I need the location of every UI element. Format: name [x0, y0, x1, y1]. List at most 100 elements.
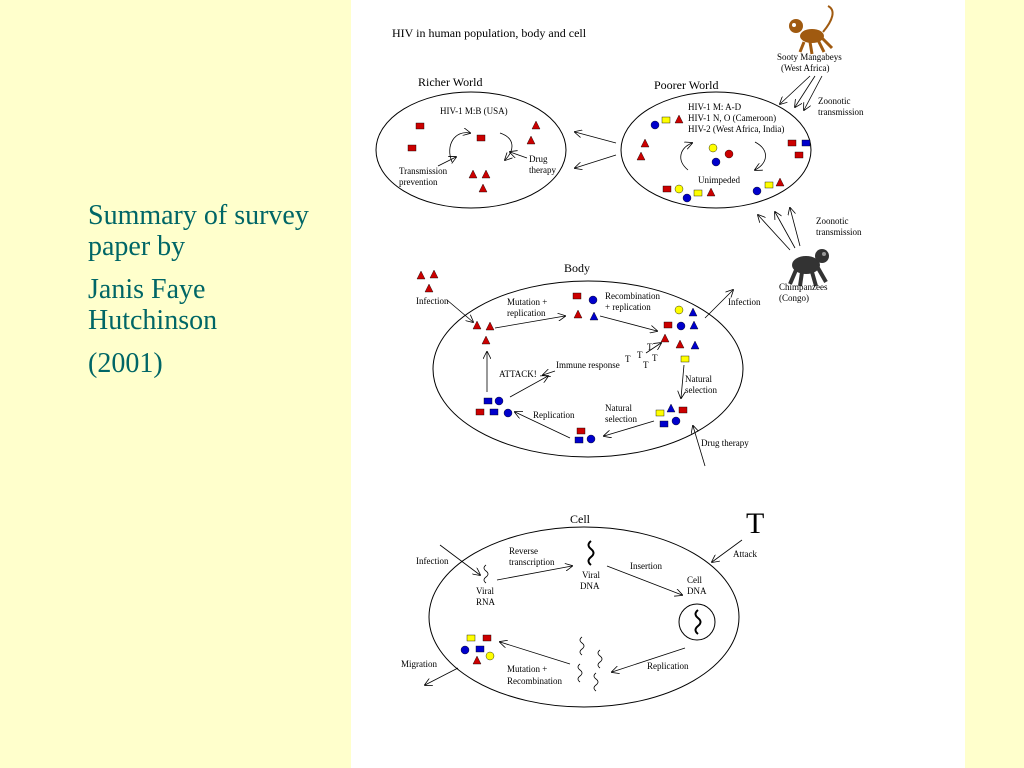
- zoonotic-bottom-2: transmission: [816, 227, 862, 237]
- natural-selection-bottom-1: Natural: [605, 403, 632, 413]
- cell-dna-label-2: DNA: [687, 586, 707, 596]
- poorer-world-ellipse: [620, 91, 812, 209]
- natural-selection-right-arrow: [681, 364, 684, 398]
- poorer-to-richer-arrow-2: [575, 154, 617, 168]
- richer-world-ellipse: [375, 91, 567, 209]
- body-attack-arrow: [509, 376, 548, 398]
- viral-rna-squiggle: [483, 564, 489, 584]
- cell-mutation-2: Recombination: [507, 676, 562, 686]
- migration-arrow: [425, 667, 459, 685]
- svg-text:T: T: [625, 354, 631, 364]
- poorer-strain-3: HIV-2 (West Africa, India): [688, 124, 784, 134]
- svg-text:T: T: [637, 350, 643, 360]
- migration-label: Migration: [401, 659, 437, 669]
- richer-drug-arrow: [510, 152, 528, 159]
- viral-dna-label-2: DNA: [580, 581, 600, 591]
- body-recombination-1: Recombination: [605, 291, 660, 301]
- sooty-label-1: Sooty Mangabeys: [777, 52, 842, 62]
- sooty-arrow-1: [780, 75, 811, 104]
- sooty-label-2: (West Africa): [781, 63, 830, 73]
- cell-infection-arrow: [439, 544, 480, 575]
- svg-text:T: T: [647, 342, 653, 352]
- svg-text:T: T: [643, 360, 649, 370]
- body-infection-right: Infection: [728, 297, 761, 307]
- viral-rna-label-2: RNA: [476, 597, 496, 607]
- slide-line-summary: Summary of survey paper by: [88, 200, 309, 262]
- poorer-virions: [636, 114, 811, 203]
- slide-line-author: Janis Faye Hutchinson: [88, 274, 218, 336]
- t-cells: T T T T T: [625, 342, 658, 370]
- transmission-prevention-arrow: [437, 157, 456, 167]
- replicated-rna-squiggles: [577, 636, 603, 692]
- poorer-world-title: Poorer World: [654, 78, 718, 92]
- body-mutation-1: Mutation +: [507, 297, 547, 307]
- slide-text: Summary of survey paper by Janis Faye Hu…: [88, 200, 338, 391]
- zoonotic-top-1: Zoonotic: [818, 96, 851, 106]
- natural-selection-bottom-arrow: [604, 420, 655, 436]
- chimp-arrow-2: [775, 212, 796, 249]
- sooty-arrow-2: [795, 75, 816, 107]
- zoonotic-top-2: transmission: [818, 107, 864, 117]
- body-immune-label: Immune response: [556, 360, 620, 370]
- cell-attack-arrow: [712, 539, 743, 562]
- richer-cycle-arrow-2: [499, 132, 512, 160]
- chimps-label-2: (Congo): [779, 293, 809, 303]
- cell-infection-label: Infection: [416, 556, 449, 566]
- cell-attack-label: Attack: [733, 549, 757, 559]
- unimpeded-label: Unimpeded: [698, 175, 740, 185]
- poorer-cycle-arrow-1: [680, 143, 692, 171]
- immune-arrow-up: [645, 343, 661, 354]
- body-replication-label: Replication: [533, 410, 575, 420]
- drug-therapy-arrow: [693, 426, 706, 467]
- reverse-transcription-2: transcription: [509, 557, 555, 567]
- diagram-title: HIV in human population, body and cell: [392, 26, 587, 40]
- body-virions-left: [416, 269, 439, 293]
- body-ellipse: [432, 280, 744, 458]
- cell-replication-label: Replication: [647, 661, 689, 671]
- poorer-strain-1: HIV-1 M: A-D: [688, 102, 742, 112]
- poorer-strain-2: HIV-1 N, O (Cameroon): [688, 113, 776, 123]
- viral-rna-label-1: Viral: [476, 586, 494, 596]
- reverse-transcription-1: Reverse: [509, 546, 538, 556]
- cell-title: Cell: [570, 512, 591, 526]
- transmission-prevention-label-2: prevention: [399, 177, 438, 187]
- body-virions-a: [472, 320, 495, 345]
- cell-replication-arrow: [612, 647, 686, 672]
- svg-text:T: T: [652, 353, 658, 363]
- poorer-to-richer-arrow-1: [575, 132, 617, 144]
- body-recombination-arrow: [599, 315, 657, 331]
- cell-ellipse: [428, 526, 740, 708]
- body-virions-e: [574, 427, 596, 444]
- body-virions-b: [572, 292, 599, 321]
- cell-mutation-1: Mutation +: [507, 664, 547, 674]
- chimp-arrow-1: [758, 215, 791, 251]
- body-attack-label: ATTACK!: [499, 369, 537, 379]
- diagram-panel: [351, 0, 965, 768]
- richer-world-title: Richer World: [418, 75, 482, 89]
- slide-line-year: (2001): [88, 348, 163, 379]
- body-mutation-2: replication: [507, 308, 546, 318]
- body-title: Body: [564, 261, 590, 275]
- cell-dna-label-1: Cell: [687, 575, 702, 585]
- natural-selection-bottom-2: selection: [605, 414, 637, 424]
- body-replication-arrow: [515, 412, 571, 439]
- chimps-label-1: Chimpanzees: [779, 282, 828, 292]
- body-drug-label: Drug therapy: [701, 438, 749, 448]
- insertion-label: Insertion: [630, 561, 662, 571]
- natural-selection-right-2: selection: [685, 385, 717, 395]
- sooty-arrow-3: [804, 75, 823, 110]
- chimpanzee-icon: [788, 249, 829, 287]
- sooty-mangabey-icon: [789, 5, 834, 55]
- poorer-cycle-arrow-2: [755, 141, 766, 170]
- cell-dna-squiggle: [694, 609, 702, 635]
- richer-cycle-arrow-1: [449, 133, 470, 163]
- nucleus-circle: [678, 603, 716, 641]
- zoonotic-bottom-1: Zoonotic: [816, 216, 849, 226]
- insertion-arrow: [606, 565, 682, 595]
- reverse-transcription-arrow: [496, 566, 572, 581]
- cell-mutation-arrow: [500, 642, 571, 665]
- body-virions-c: [660, 305, 700, 363]
- chimp-arrow-3: [790, 208, 801, 247]
- body-infection-right-arrow: [704, 290, 733, 319]
